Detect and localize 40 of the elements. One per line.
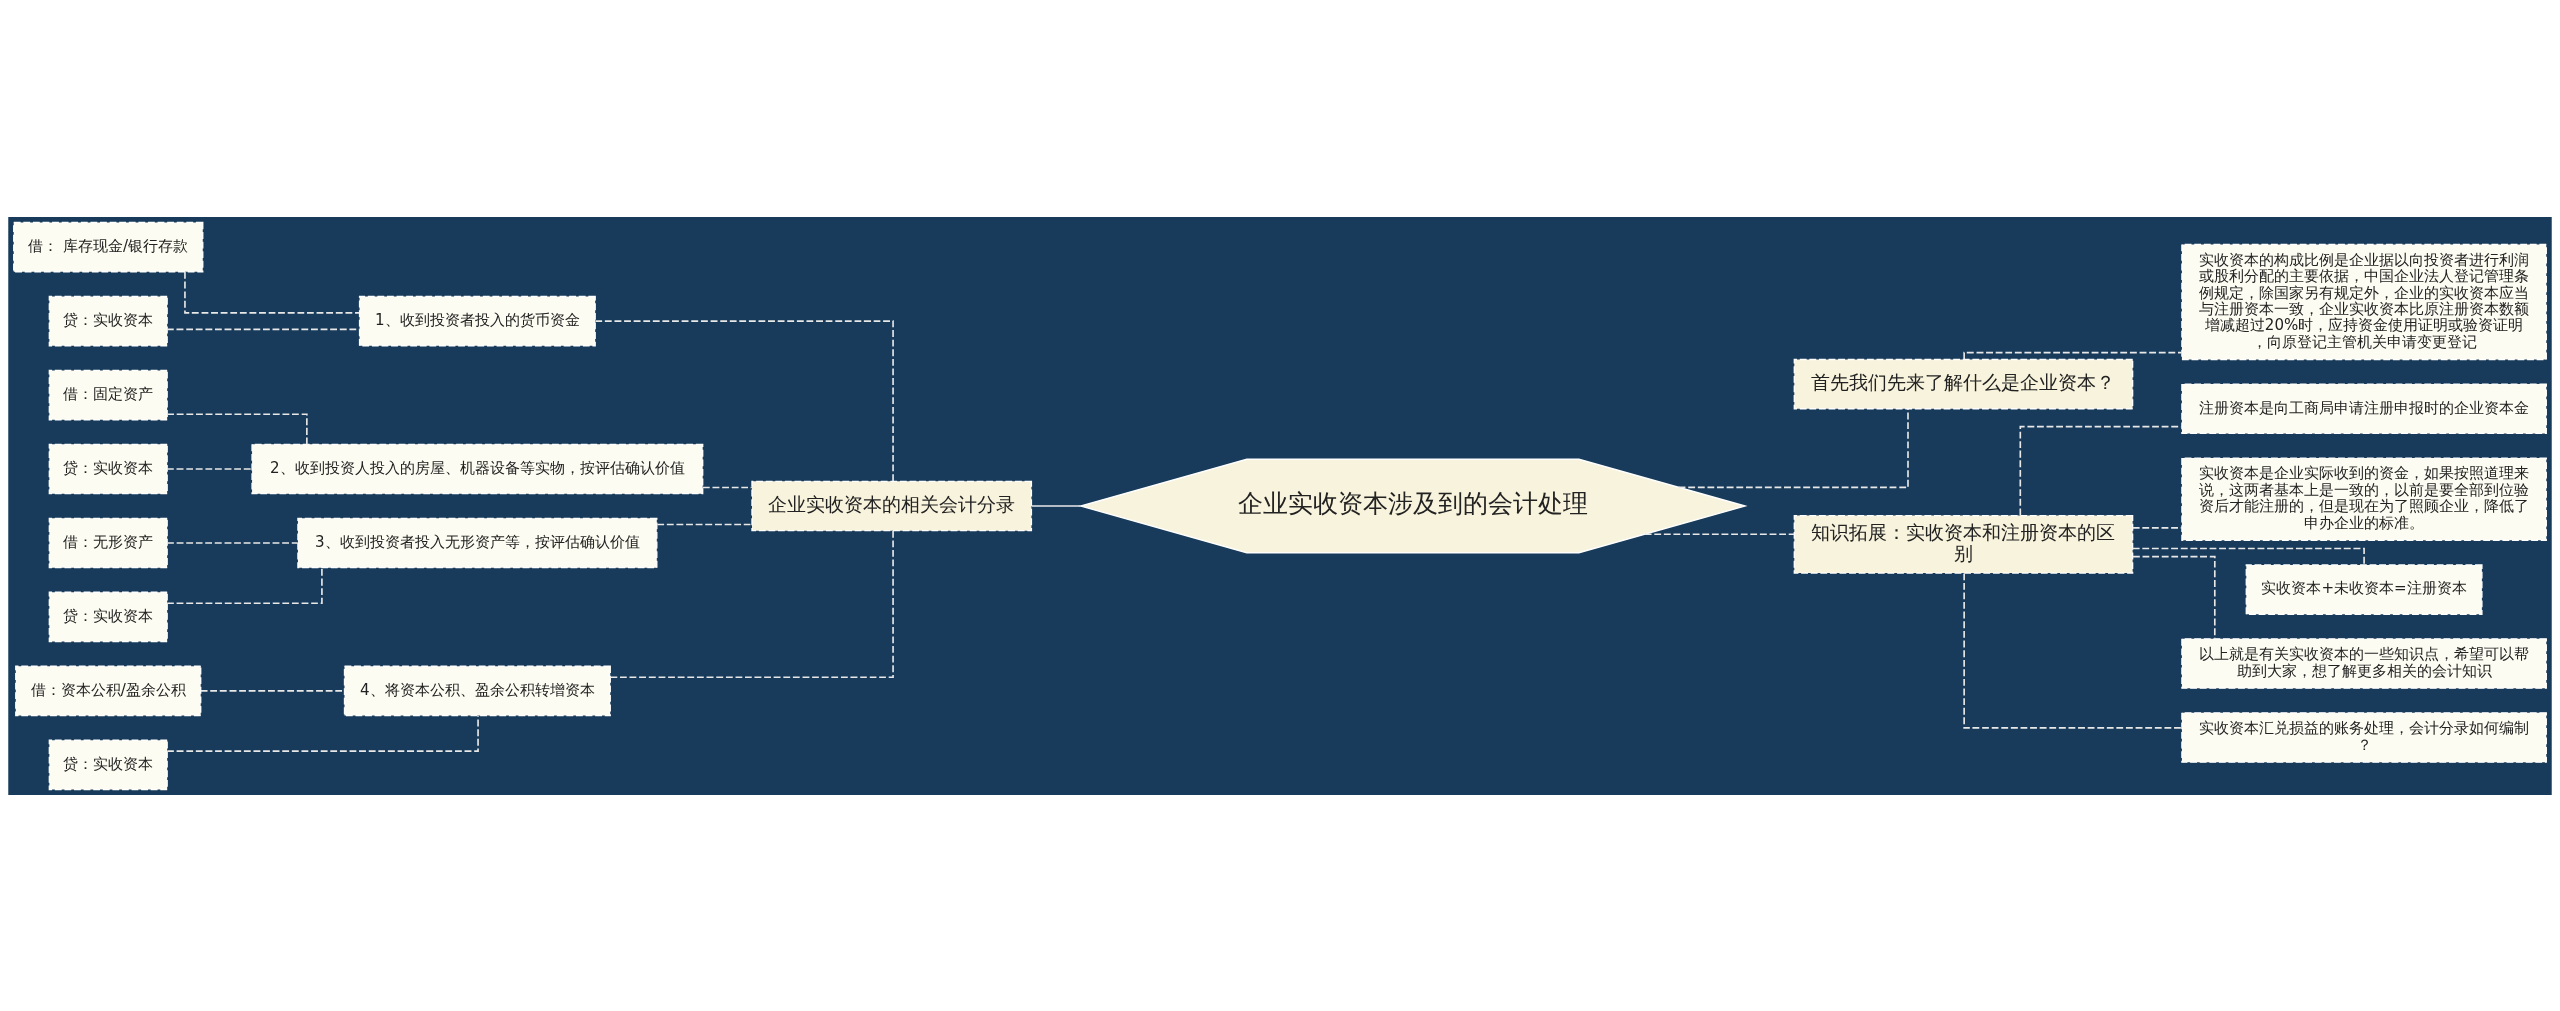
node-box: 贷：实收资本 — [48, 443, 168, 494]
node-box: 贷：实收资本 — [48, 739, 168, 790]
node-box: 实收资本是企业实际收到的资金，如果按照道理来说，这两者基本上是一致的，以前是要全部到位验资后才能注册的，但是现在为了照顾企业，降低了申办企业的标准。 — [2181, 456, 2547, 541]
connector — [1643, 532, 1795, 535]
node-box: 贷：实收资本 — [48, 295, 168, 346]
node-box: 以上就是有关实收资本的一些知识点，希望可以帮助到大家，想了解更多相关的会计知识 — [2181, 637, 2547, 689]
connector — [1963, 572, 2183, 729]
node-box: 借：资本公积/盈余公积 — [15, 665, 202, 716]
node-box: 知识拓展：实收资本和注册资本的区别 — [1793, 514, 2134, 574]
connector — [609, 529, 894, 678]
connector — [166, 714, 479, 752]
connector — [1963, 351, 2183, 360]
connector — [2131, 526, 2183, 529]
connector — [1030, 504, 1082, 507]
node-box: 首先我们先来了解什么是企业资本？ — [1793, 358, 2134, 409]
connector — [200, 689, 345, 692]
connector — [184, 270, 361, 314]
connector — [166, 541, 299, 544]
connector — [2132, 555, 2216, 640]
node-box: 借：无形资产 — [48, 517, 168, 568]
node-box: 注册资本是向工商局申请注册申报时的企业资本金 — [2181, 382, 2547, 434]
node-box: 实收资本+未收资本=注册资本 — [2245, 563, 2483, 615]
connector — [166, 467, 253, 470]
node-box: 3、收到投资者投入无形资产等，按评估确认价值 — [297, 517, 658, 568]
node-box: 2、收到投资人投入的房屋、机器设备等实物，按评估确认价值 — [251, 443, 704, 494]
node-box: 1、收到投资者投入的货币资金 — [358, 295, 596, 346]
connector — [1677, 407, 1909, 488]
node-box: 实收资本汇兑损益的账务处理，会计分录如何编制？ — [2181, 711, 2547, 763]
node-box: 贷：实收资本 — [48, 591, 168, 642]
connector — [656, 523, 753, 525]
node-box: 企业实收资本的相关会计分录 — [751, 480, 1033, 531]
connector — [166, 566, 323, 604]
node-box: 4、将资本公积、盈余公积转增资本 — [343, 665, 611, 716]
node-box: 借： 库存现金/银行存款 — [13, 221, 204, 272]
node-box: 借：固定资产 — [48, 369, 168, 420]
connector — [701, 486, 753, 488]
node-box: 实收资本的构成比例是企业据以向投资者进行利润或股利分配的主要依据，中国企业法人登记管理条例规定，除国家另有规定外，企业的实收资本应当与注册资本一致，企业实收资本比原注册资本数额增减超过20%时，应持资金使用证明或验资证明，向原登记主管机关申请变更登记 — [2181, 243, 2547, 360]
connector — [594, 319, 894, 482]
connector — [2019, 425, 2183, 516]
connector — [2131, 547, 2365, 566]
